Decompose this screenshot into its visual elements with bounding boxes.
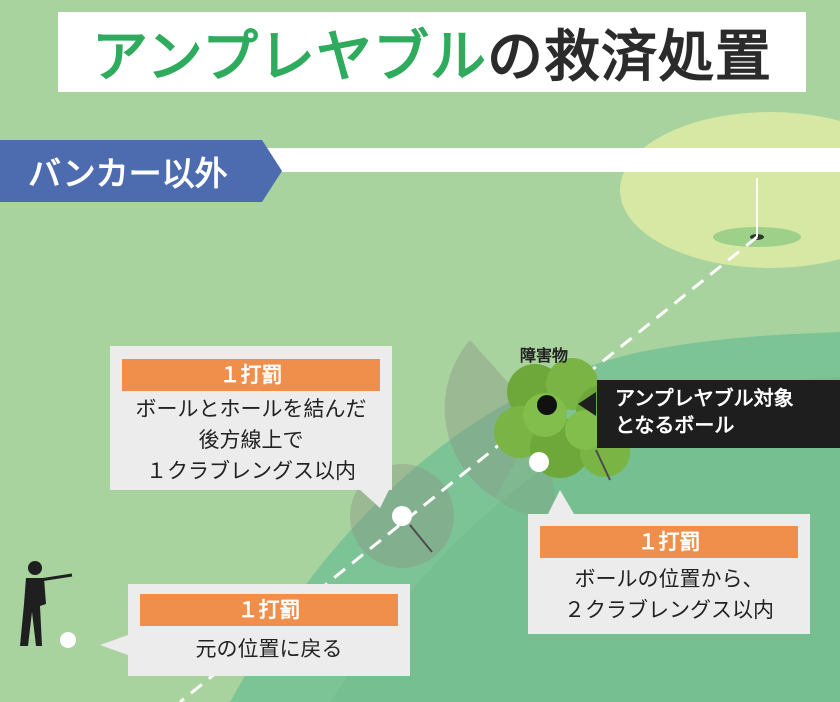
golfer-silhouette-icon [20,561,73,646]
callout-line-text-3: １クラブレングス以内 [146,459,356,483]
callout-two-clubs-text-2: ２クラブレングス以内 [564,598,774,622]
callout-two-clubs-pointer [548,490,574,514]
drop-ball-line [392,506,412,526]
unplayable-label-line2: となるボール [615,413,735,437]
drop-ball-two-clubs [529,452,549,472]
unplayable-ball-label: アンプレヤブル対象 となるボール [597,380,840,448]
callout-original-option: １打罰 元の位置に戻る [128,584,410,676]
club-icon [409,524,433,553]
callout-original-pointer [100,635,128,655]
page-title: アンプレヤブルの救済処置 [58,12,806,92]
callout-line-text: ボールとホールを結んだ 後方線上で １クラブレングス以内 [110,394,392,487]
callout-two-clubs-text: ボールの位置から、 ２クラブレングス以内 [528,564,810,626]
title-dark-part: の救済処置 [487,24,773,90]
unplayable-ball [537,395,557,415]
callout-original-text: 元の位置に戻る [128,634,410,665]
callout-line-pointer [358,488,390,508]
unplayable-label-line1: アンプレヤブル対象 [615,386,794,410]
penalty-badge: １打罰 [122,359,380,391]
obstacle-label: 障害物 [520,346,569,365]
callout-two-clubs-option: １打罰 ボールの位置から、 ２クラブレングス以内 [528,514,810,634]
callout-line-text-1: ボールとホールを結んだ [135,397,367,421]
two-club-drop-zone [444,340,540,498]
original-ball [60,632,76,648]
unplayable-label-pointer [578,392,596,416]
callout-line-option: １打罰 ボールとホールを結んだ 後方線上で １クラブレングス以内 [110,346,392,490]
section-tab: バンカー以外 [0,140,282,202]
penalty-badge: １打罰 [140,594,398,626]
line-to-hole [179,235,758,702]
callout-original-text-1: 元の位置に戻る [195,637,343,661]
title-green-part: アンプレヤブル [91,24,488,90]
callout-two-clubs-text-1: ボールの位置から、 [574,567,764,591]
callout-line-text-2: 後方線上で [198,428,304,452]
penalty-badge: １打罰 [540,526,798,558]
